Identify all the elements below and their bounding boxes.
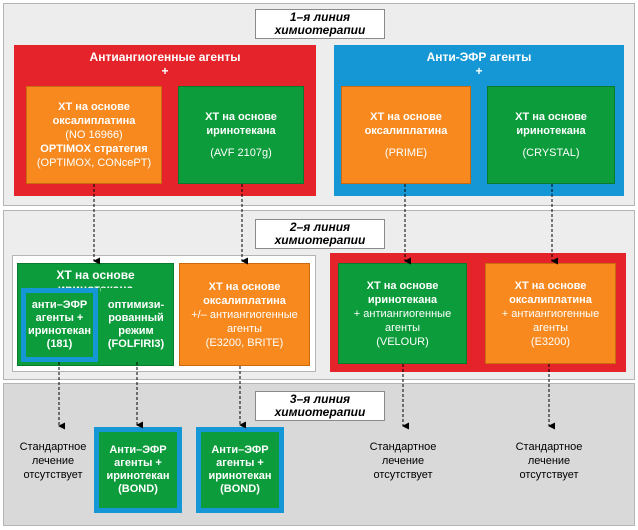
l2-oxaliplatin-antiangiogenic-box: ХТ на основе оксалиплатина +/– антиангио… bbox=[179, 263, 310, 366]
first-line-label-text-1: 1–я линия bbox=[289, 10, 351, 24]
l3-no-standard-treatment-3: Стандартное лечение отсутствует bbox=[504, 440, 594, 482]
l2-ox-aa-line-3: +/– антиангиогенные bbox=[191, 308, 298, 321]
l1-ox-egfr-line-1: ХТ на основе bbox=[370, 111, 442, 123]
l1-oxaliplatin-antiangiogenic-box: ХТ на основе оксалиплатина (NO 16966) OP… bbox=[26, 86, 162, 184]
first-line-label: 1–я линия химиотерапии bbox=[255, 9, 385, 39]
second-line-label-text-2: химиотерапии bbox=[274, 233, 366, 247]
l1-ox-aa-line-3: (NO 16966) bbox=[65, 129, 123, 141]
l2-ox-aa-r-line-3: + антиангиогенные bbox=[501, 307, 600, 320]
l2-egfr-iri-line-1: анти–ЭФР bbox=[31, 299, 88, 311]
l3-bond-box-1: Анти–ЭФР агенты + иринотекан (BOND) bbox=[99, 432, 177, 508]
antiangiogenic-title-text: Антиангиогенные агенты bbox=[89, 50, 241, 64]
l3-std1-line-3: отсутствует bbox=[23, 469, 83, 481]
l3-bond1-line-2: агенты + bbox=[114, 457, 162, 469]
second-line-label-text-1: 2–я линия bbox=[289, 220, 351, 234]
l3-std1-line-2: лечение bbox=[31, 455, 75, 467]
l1-iri-aa-line-2: иринотекана bbox=[206, 125, 276, 137]
l3-std2-line-3: отсутствует bbox=[373, 469, 433, 481]
l3-no-standard-treatment-2: Стандартное лечение отсутствует bbox=[358, 440, 448, 482]
l1-ox-aa-line-1: ХТ на основе bbox=[58, 101, 130, 113]
l2-irinotecan-antiangiogenic-box: ХТ на основе иринотекана + антиангиогенн… bbox=[338, 263, 467, 364]
l1-ox-egfr-line-3: (PRIME) bbox=[384, 147, 428, 159]
l2-ox-aa-line-2: оксалиплатина bbox=[203, 294, 286, 307]
l2-iri-aa-line-5: (VELOUR) bbox=[376, 335, 429, 348]
third-line-label-text-1: 3–я линия bbox=[289, 392, 351, 406]
l2-optimized-line-2: рованный bbox=[108, 312, 164, 324]
l3-no-standard-treatment-1: Стандартное лечение отсутствует bbox=[8, 440, 98, 482]
l2-optimized-regimen-box: оптимизи- рованный режим (FOLFIRI3) bbox=[101, 288, 171, 362]
l3-bond2-line-3: иринотекан bbox=[208, 470, 272, 482]
l2-iri-aa-line-1: ХТ на основе bbox=[366, 279, 439, 292]
l2-anti-egfr-irinotecan-box: анти–ЭФР агенты + иринотекан (181) bbox=[26, 293, 93, 357]
l2-ox-aa-r-line-5: (E3200) bbox=[530, 335, 571, 348]
l3-std3-line-3: отсутствует bbox=[519, 469, 579, 481]
l2-ox-aa-r-line-2: оксалиплатина bbox=[509, 293, 592, 306]
l2-ox-aa-r-line-4: агенты bbox=[532, 321, 569, 334]
l1-iri-aa-line-1: ХТ на основе bbox=[205, 111, 277, 123]
l2-ox-aa-line-5: (E3200, BRITE) bbox=[205, 336, 284, 349]
antiangiogenic-plus: + bbox=[161, 64, 169, 78]
l1-ox-aa-line-2: оксалиплатина bbox=[52, 115, 136, 127]
l1-iri-egfr-line-1: ХТ на основе bbox=[515, 111, 587, 123]
l2-ox-aa-line-1: ХТ на основе bbox=[208, 280, 281, 293]
third-line-label-text-2: химиотерапии bbox=[274, 405, 366, 419]
l1-irinotecan-anti-egfr-box: ХТ на основе иринотекана (CRYSTAL) bbox=[487, 86, 615, 184]
second-line-label: 2–я линия химиотерапии bbox=[255, 219, 385, 249]
l3-std2-line-2: лечение bbox=[381, 455, 425, 467]
first-line-label-text-2: химиотерапии bbox=[274, 23, 366, 37]
l2-egfr-iri-line-2: агенты + bbox=[35, 312, 84, 324]
anti-egfr-group-title: Анти-ЭФР агенты + bbox=[334, 50, 624, 78]
l1-ox-aa-line-4: OPTIMOX стратегия bbox=[40, 143, 148, 155]
l3-bond2-line-1: Анти–ЭФР bbox=[211, 444, 269, 456]
l2-ox-aa-r-line-1: ХТ на основе bbox=[514, 279, 587, 292]
l2-egfr-iri-line-3: иринотекан bbox=[27, 325, 92, 337]
l1-iri-egfr-line-3: (CRYSTAL) bbox=[522, 147, 580, 159]
l2-iri-aa-line-4: агенты bbox=[384, 321, 421, 334]
l2-ox-aa-line-4: агенты bbox=[226, 322, 263, 335]
l3-std3-line-1: Стандартное bbox=[515, 441, 583, 453]
l3-bond1-line-3: иринотекан bbox=[106, 470, 170, 482]
l3-std3-line-2: лечение bbox=[527, 455, 571, 467]
l3-bond2-line-4: (BOND) bbox=[220, 483, 260, 495]
l3-bond1-line-4: (BOND) bbox=[118, 483, 158, 495]
l2-optimized-line-4: (FOLFIRI3) bbox=[107, 338, 165, 350]
l2-iri-aa-line-2: иринотекана bbox=[367, 293, 438, 306]
anti-egfr-title-text: Анти-ЭФР агенты bbox=[426, 50, 532, 64]
l2-optimized-line-1: оптимизи- bbox=[107, 299, 165, 311]
l1-iri-egfr-line-2: иринотекана bbox=[516, 125, 586, 137]
anti-egfr-plus: + bbox=[475, 64, 483, 78]
l3-bond-box-2: Анти–ЭФР агенты + иринотекан (BOND) bbox=[201, 432, 279, 508]
l3-bond2-line-2: агенты + bbox=[216, 457, 264, 469]
l2-egfr-iri-line-4: (181) bbox=[46, 338, 73, 350]
l1-iri-aa-line-3: (AVF 2107g) bbox=[210, 147, 272, 159]
l2-oxaliplatin-antiangiogenic-right-box: ХТ на основе оксалиплатина + антиангиоге… bbox=[485, 263, 616, 364]
third-line-label: 3–я линия химиотерапии bbox=[255, 391, 385, 421]
l1-ox-egfr-line-2: оксалиплатина bbox=[364, 125, 448, 137]
l3-std1-line-1: Стандартное bbox=[19, 441, 87, 453]
l3-std2-line-1: Стандартное bbox=[369, 441, 437, 453]
l1-oxaliplatin-anti-egfr-box: ХТ на основе оксалиплатина (PRIME) bbox=[341, 86, 471, 184]
l2-optimized-line-3: режим bbox=[118, 325, 154, 337]
antiangiogenic-group-title: Антиангиогенные агенты + bbox=[14, 50, 316, 78]
l2-iri-aa-line-3: + антиангиогенные bbox=[353, 307, 452, 320]
l3-bond1-line-1: Анти–ЭФР bbox=[109, 444, 167, 456]
l1-ox-aa-line-5: (OPTIMOX, CONcePT) bbox=[36, 157, 152, 169]
l1-irinotecan-antiangiogenic-box: ХТ на основе иринотекана (AVF 2107g) bbox=[178, 86, 304, 184]
